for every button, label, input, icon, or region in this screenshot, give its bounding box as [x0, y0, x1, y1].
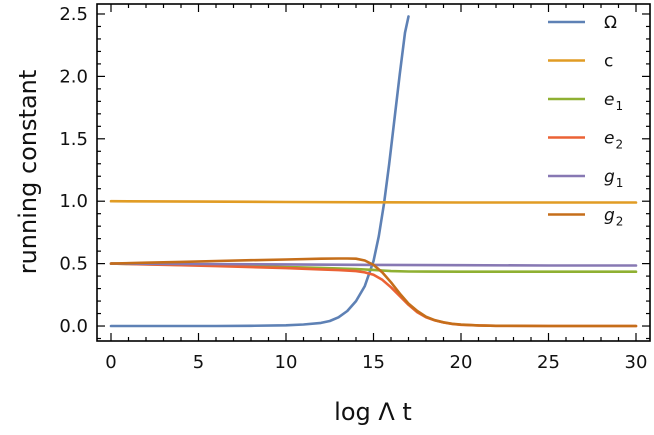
legend-label-0: Ω [604, 13, 617, 33]
y-tick-label: 0.5 [59, 254, 88, 275]
x-tick-label: 5 [193, 352, 204, 373]
y-axis-label: running constant [14, 70, 42, 275]
x-tick-label: 10 [275, 352, 298, 373]
tick-labels: 0 5 10 15 20 25 30 0.0 0.5 1.0 1.5 2.0 2.5 [59, 4, 647, 373]
x-tick-label: 15 [362, 352, 385, 373]
y-tick-label: 2.5 [59, 4, 88, 25]
x-tick-label: 25 [537, 352, 560, 373]
legend-label-1: c [604, 52, 613, 72]
x-axis-label: log Λ t [334, 398, 412, 426]
plot-frame [96, 3, 651, 342]
x-tick-label: 30 [625, 352, 648, 373]
y-tick-label: 1.5 [59, 129, 88, 150]
series-line-1 [109, 199, 638, 204]
legend-label-2: e1 [604, 90, 623, 113]
series-line-5 [109, 257, 638, 328]
legend-label-3: e2 [604, 129, 623, 152]
y-tick-label: 0.0 [59, 316, 88, 337]
legend-label-4: g1 [604, 167, 623, 190]
legend: Ωc e1 e2 g1 g2 [548, 13, 623, 229]
plot-lines [109, 15, 638, 328]
series-line-0 [109, 15, 410, 328]
y-tick-label: 1.0 [59, 191, 88, 212]
legend-label-5: g2 [604, 206, 623, 229]
axis-ticks [97, 4, 650, 341]
y-tick-label: 2.0 [59, 66, 88, 87]
x-tick-label: 20 [450, 352, 473, 373]
x-tick-label: 0 [105, 352, 116, 373]
